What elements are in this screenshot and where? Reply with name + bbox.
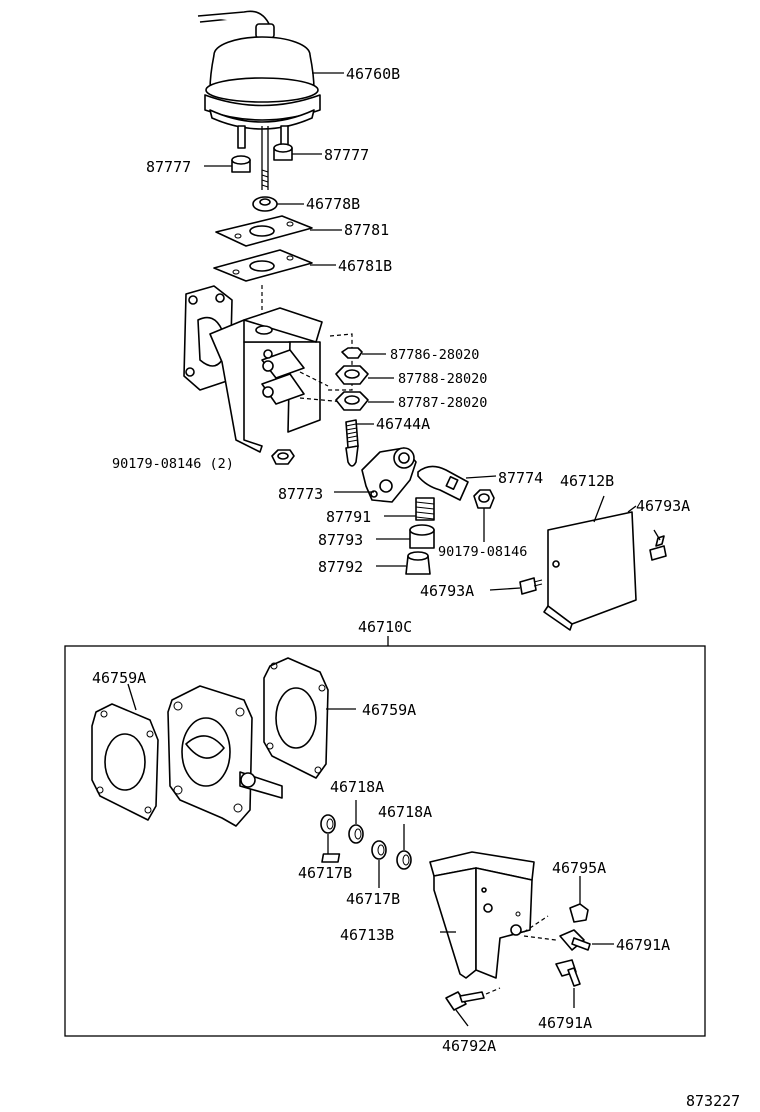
label-46791A-bottom: 46791A [538, 1014, 592, 1032]
nut-90179-08146-x2 [271, 449, 295, 465]
label-46718A-left: 46718A [330, 778, 384, 796]
label-87777-right: 87777 [324, 146, 369, 164]
collar-87793 [376, 524, 435, 549]
nut-46795A [569, 876, 589, 923]
label-87787-28020: 87787-28020 [398, 395, 487, 411]
plate-87774 [417, 465, 497, 501]
nut-87786 [341, 347, 386, 359]
label-87781: 87781 [344, 221, 389, 239]
cover-46712B [543, 495, 637, 631]
label-46744A: 46744A [376, 415, 430, 433]
spacer-87777-right [273, 143, 322, 161]
gasket-46759A-left [91, 683, 159, 821]
nut-87787 [335, 391, 394, 411]
label-87791: 87791 [326, 508, 371, 526]
screw-46744A [345, 419, 374, 467]
screw-46792A [445, 987, 501, 1027]
label-87793: 87793 [318, 531, 363, 549]
bushing-46717B-right [371, 840, 387, 888]
label-46712B: 46712B [560, 472, 614, 490]
bushing-46718A-left [348, 800, 364, 844]
label-46793A-top: 46793A [636, 497, 690, 515]
label-87777-left: 87777 [146, 158, 191, 176]
label-87773: 87773 [278, 485, 323, 503]
label-46760B: 46760B [346, 65, 400, 83]
label-46795A: 46795A [552, 859, 606, 877]
label-46713B: 46713B [340, 926, 394, 944]
label-46793A-bottom: 46793A [420, 582, 474, 600]
label-90179-08146: 90179-08146 [438, 544, 527, 560]
label-46792A: 46792A [442, 1037, 496, 1055]
gasket-87781 [215, 215, 342, 247]
lever-87773 [334, 447, 417, 503]
nut-87788 [335, 365, 394, 385]
label-46778B: 46778B [306, 195, 360, 213]
spring-87791 [384, 497, 435, 521]
spacer-87777-left [204, 155, 251, 173]
label-46759A-right: 46759A [362, 701, 416, 719]
actuator-46760B [197, 10, 344, 190]
diagram-code: 873227 [686, 1092, 740, 1110]
screw-46793A-top [649, 529, 667, 561]
kit-46710C-box [64, 636, 706, 1037]
label-87786-28020: 87786-28020 [390, 347, 479, 363]
screw-46791A-top [559, 929, 614, 951]
screw-46793A-bottom [489, 577, 543, 595]
screw-46791A-bottom [555, 959, 581, 1008]
label-90179-08146-x2: 90179-08146 (2) [112, 456, 234, 472]
label-46759A-left: 46759A [92, 669, 146, 687]
label-46710C: 46710C [358, 618, 412, 636]
label-87774: 87774 [498, 469, 543, 487]
cap-87792 [376, 551, 431, 575]
label-46781B: 46781B [338, 257, 392, 275]
bushing-46718A-right [396, 824, 412, 870]
label-46717B-left: 46717B [298, 864, 352, 882]
upper-assembly [183, 285, 353, 453]
gasket-46781B [213, 249, 336, 282]
label-46791A-top: 46791A [616, 936, 670, 954]
label-87792: 87792 [318, 558, 363, 576]
label-46718A-right: 46718A [378, 803, 432, 821]
nut-90179-08146 [473, 489, 495, 542]
throttle-body [167, 685, 283, 827]
label-46717B-right: 46717B [346, 890, 400, 908]
gasket-46759A-right [263, 657, 356, 779]
bracket-46713B [321, 851, 557, 979]
washer-46778B [252, 196, 304, 212]
label-87788-28020: 87788-28020 [398, 371, 487, 387]
